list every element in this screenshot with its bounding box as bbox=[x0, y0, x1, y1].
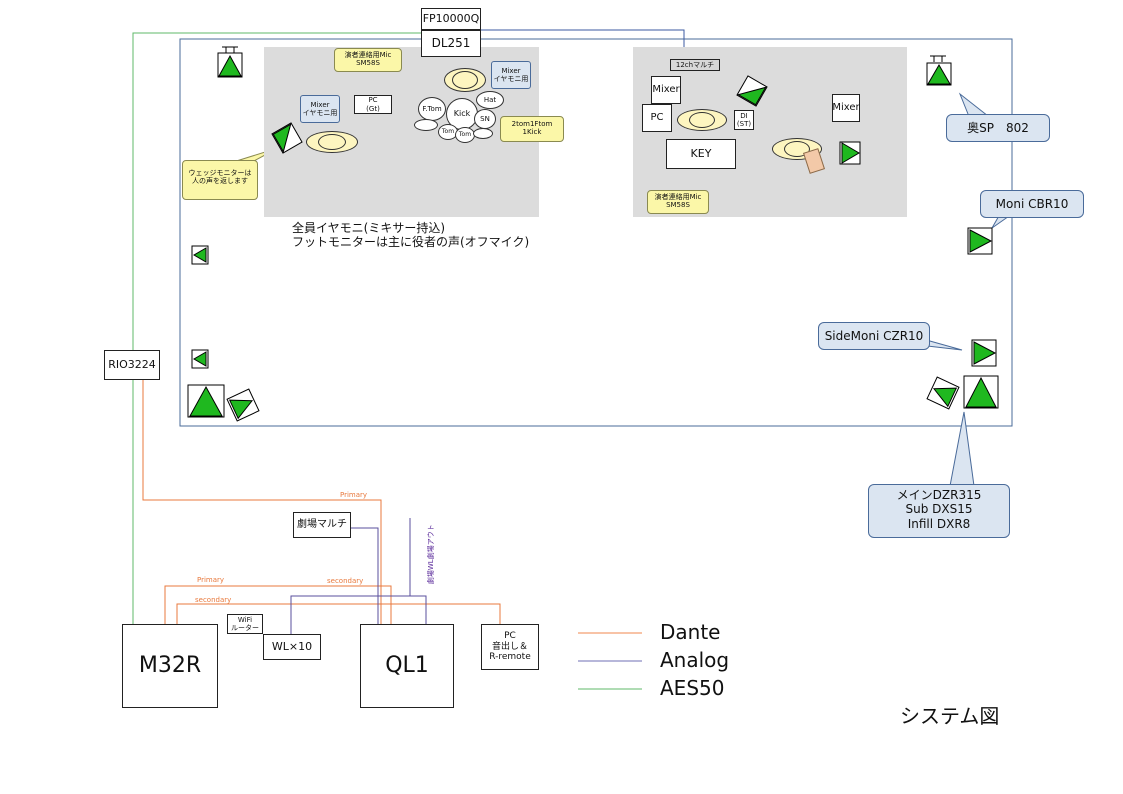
mic-callout-left: 演者連絡用Mic SM58S bbox=[334, 48, 402, 72]
main-speakers-callout: メインDZR315 Sub DXS15 Infill DXR8 bbox=[868, 484, 1010, 538]
multi-12ch-box: 12chマルチ bbox=[670, 59, 720, 71]
wl10-box: WL×10 bbox=[263, 634, 321, 660]
side-speaker-left-1-icon bbox=[191, 245, 209, 265]
dante-secondary bbox=[176, 603, 501, 624]
main-speaker-left-icon bbox=[187, 384, 225, 418]
wedge-callout: ウェッジモニターは 人の声を返します bbox=[182, 160, 258, 200]
label-primary-top: Primary bbox=[340, 491, 368, 499]
moni-cbr10-icon bbox=[967, 227, 993, 255]
drum-hat: Hat bbox=[476, 91, 504, 109]
pc-playback-box: PC 音出し＆ R-remote bbox=[481, 624, 539, 670]
main-speaker-right-icon bbox=[963, 375, 999, 409]
analog-theater-multi bbox=[350, 527, 379, 624]
sidemoni-czr10-icon bbox=[971, 339, 997, 367]
label-secondary-mid: secondary bbox=[327, 577, 364, 585]
okusp-callout: 奥SP 802 bbox=[946, 114, 1050, 142]
wifi-router-box: WiFi ルーター bbox=[227, 614, 263, 634]
di-st-box: DI (ST) bbox=[734, 110, 754, 130]
sidemoni-callout: SideMoni CZR10 bbox=[818, 322, 930, 350]
label-vertical-out: 劇場WL劇場アウト bbox=[426, 524, 435, 585]
diagram-title: システム図 bbox=[900, 704, 1000, 728]
stage-notes: 全員イヤモニ(ミキサー持込) フットモニターは主に役者の声(オフマイク) bbox=[292, 221, 530, 250]
mixer-gt-callout: Mixer イヤモニ用 bbox=[300, 95, 340, 123]
drum-callout: 2tom1Ftom 1Kick bbox=[500, 116, 564, 142]
dante-primary-m32r bbox=[164, 585, 392, 624]
moni-callout: Moni CBR10 bbox=[980, 190, 1084, 218]
legend-aes50: AES50 bbox=[660, 676, 725, 700]
drum-cymbal bbox=[414, 119, 438, 131]
infill-right-icon bbox=[926, 376, 960, 410]
speaker-flown-left-icon bbox=[217, 46, 243, 78]
wedge-monitor-right-icon bbox=[736, 75, 768, 107]
fp10000q-amp: FP10000Q bbox=[421, 8, 481, 30]
drum-ftom: F.Tom bbox=[418, 97, 446, 121]
theater-multi-box: 劇場マルチ bbox=[293, 512, 351, 538]
rio3224-box: RIO3224 bbox=[104, 350, 160, 380]
speaker-flown-right-icon bbox=[926, 55, 952, 86]
mixer-key-box: Mixer bbox=[651, 76, 681, 104]
stage-outline bbox=[179, 38, 1013, 427]
ql1-console: QL1 bbox=[360, 624, 454, 708]
wedge-monitor-left-icon bbox=[271, 122, 303, 154]
m32r-console: M32R bbox=[122, 624, 218, 708]
infill-left-icon bbox=[226, 388, 260, 422]
analog-wl bbox=[290, 595, 427, 636]
mixer-right-box: Mixer bbox=[832, 94, 860, 122]
label-primary-mid: Primary bbox=[197, 576, 225, 584]
mixer-drums-callout: Mixer イヤモニ用 bbox=[491, 61, 531, 89]
legend-analog: Analog bbox=[660, 648, 730, 672]
stage-area-right bbox=[633, 47, 907, 217]
label-secondary-low: secondary bbox=[195, 596, 232, 604]
pc-gt-box: PC (Gt) bbox=[354, 95, 392, 114]
aes50-cable bbox=[132, 32, 421, 624]
side-speaker-left-2-icon bbox=[191, 349, 209, 369]
stage-monitor-right-icon bbox=[839, 141, 861, 165]
legend-dante: Dante bbox=[660, 620, 721, 644]
mic-callout-right: 演者連絡用Mic SM58S bbox=[647, 190, 709, 214]
dante-primary-rio bbox=[142, 380, 382, 624]
dl251-io: DL251 bbox=[421, 30, 481, 57]
pc-right-box: PC bbox=[642, 104, 672, 132]
keyboard-box: KEY bbox=[666, 139, 736, 169]
